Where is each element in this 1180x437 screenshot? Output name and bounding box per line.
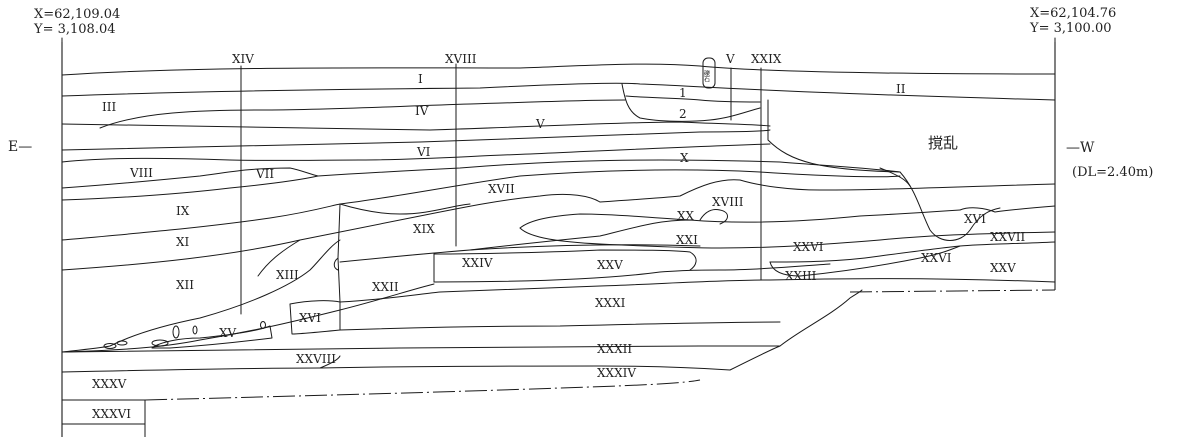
feature-outline bbox=[319, 355, 341, 369]
layer-label: XXIII bbox=[785, 269, 817, 283]
layer-label: I bbox=[418, 72, 423, 86]
clast bbox=[172, 325, 180, 339]
layer-boundary bbox=[599, 179, 1056, 203]
feature-outline bbox=[959, 205, 1056, 213]
layer-label: X bbox=[680, 151, 689, 165]
stone-label: 礫石 bbox=[703, 69, 710, 83]
layer-label: XXXIV bbox=[597, 366, 636, 380]
disturbance-outline bbox=[767, 99, 1001, 241]
layer-label: XXV bbox=[597, 258, 623, 272]
disturbance-outline bbox=[879, 167, 911, 187]
base-line-dashed bbox=[849, 289, 1056, 293]
layer-label: XIX bbox=[413, 222, 435, 236]
feature-outline bbox=[769, 241, 1056, 263]
layer-boundary bbox=[519, 227, 1056, 249]
feature-outline bbox=[699, 209, 728, 225]
section-marker-label: V bbox=[725, 52, 735, 66]
layer-label: 1 bbox=[679, 86, 687, 100]
layer-boundary bbox=[339, 203, 471, 215]
layer-boundary bbox=[433, 249, 697, 271]
west-y-coordinate: Y= 3,100.00 bbox=[1029, 21, 1112, 36]
layer-boundary bbox=[519, 213, 691, 229]
feature-outline bbox=[257, 239, 301, 277]
feature-outline bbox=[333, 203, 341, 303]
layer-label: IX bbox=[176, 204, 190, 218]
feature-outline bbox=[289, 300, 341, 335]
clast bbox=[151, 339, 169, 347]
layer-label: VI bbox=[416, 145, 431, 159]
feature-outline bbox=[621, 83, 761, 122]
disturbance-label: 撹乱 bbox=[928, 134, 958, 152]
feature-outline bbox=[769, 245, 961, 277]
section-marker-label: XXIX bbox=[751, 52, 782, 66]
layer-label: XXII bbox=[372, 280, 399, 294]
clast bbox=[103, 343, 117, 349]
east-direction-label: E— bbox=[8, 139, 32, 155]
layer-label: 2 bbox=[679, 107, 687, 121]
layer-label: XXXVI bbox=[92, 407, 131, 421]
layer-label: VII bbox=[255, 167, 274, 181]
ground-surface-line bbox=[61, 63, 1056, 76]
datum-level-label: (DL=2.40m) bbox=[1072, 165, 1153, 180]
layer-boundary bbox=[339, 278, 1056, 303]
layer-label: XXXV bbox=[92, 377, 127, 391]
feature-outline bbox=[729, 345, 781, 371]
layer-boundary bbox=[339, 321, 781, 331]
layer-label: V bbox=[535, 117, 545, 131]
layer-label: XX bbox=[677, 209, 695, 223]
layer-label: XVI bbox=[299, 311, 321, 325]
clast bbox=[260, 321, 266, 329]
layer-boundary bbox=[61, 345, 781, 353]
feature-outline bbox=[779, 289, 863, 347]
layer-boundary bbox=[61, 169, 901, 241]
section-marker-label: XVIII bbox=[445, 52, 477, 66]
layer-label: XIII bbox=[276, 268, 299, 282]
east-x-coordinate: X=62,109.04 bbox=[34, 7, 120, 22]
layer-label: III bbox=[102, 100, 116, 114]
layer-boundary bbox=[339, 244, 701, 263]
layer-boundary bbox=[61, 167, 319, 189]
layer-boundary bbox=[61, 82, 1056, 101]
layer-boundary bbox=[469, 209, 961, 251]
layer-boundary-dashed bbox=[144, 379, 701, 401]
layer-label: IV bbox=[415, 104, 429, 118]
layer-boundary bbox=[61, 143, 771, 163]
layer-label: II bbox=[896, 82, 906, 96]
layer-label: XXXI bbox=[595, 296, 626, 310]
layer-label: XXVI bbox=[921, 251, 952, 265]
west-direction-label: —W bbox=[1066, 140, 1095, 156]
layer-label: XI bbox=[176, 235, 190, 249]
layer-boundary bbox=[61, 129, 771, 151]
layer-label: XXVII bbox=[990, 230, 1025, 244]
west-x-coordinate: X=62,104.76 bbox=[1030, 6, 1116, 21]
layer-label: XXV bbox=[990, 261, 1016, 275]
layer-label: XXI bbox=[676, 233, 698, 247]
layer-boundary bbox=[61, 159, 901, 201]
layer-label: XVI bbox=[964, 212, 986, 226]
clast bbox=[192, 325, 198, 335]
layer-label: XXVIII bbox=[296, 352, 336, 366]
layer-label: XXIV bbox=[462, 256, 493, 270]
layer-label: XII bbox=[176, 278, 194, 292]
layer-label: XVII bbox=[488, 182, 515, 196]
layer-label: XXVI bbox=[793, 240, 824, 254]
feature-outline bbox=[625, 95, 761, 103]
layer-label: XV bbox=[219, 326, 237, 340]
layer-label: XVIII bbox=[712, 195, 744, 209]
layer-boundary bbox=[433, 253, 831, 283]
layer-boundary bbox=[99, 99, 626, 129]
layer-label: VIII bbox=[129, 166, 153, 180]
layer-boundary bbox=[61, 121, 771, 131]
stone-marker bbox=[702, 57, 716, 89]
layer-boundary bbox=[61, 365, 731, 373]
layer-label: XXXII bbox=[597, 342, 632, 356]
layer-boundary bbox=[61, 193, 601, 271]
clast bbox=[116, 340, 128, 346]
section-marker-label: XIV bbox=[232, 52, 254, 66]
east-y-coordinate: Y= 3,108.04 bbox=[33, 22, 116, 37]
